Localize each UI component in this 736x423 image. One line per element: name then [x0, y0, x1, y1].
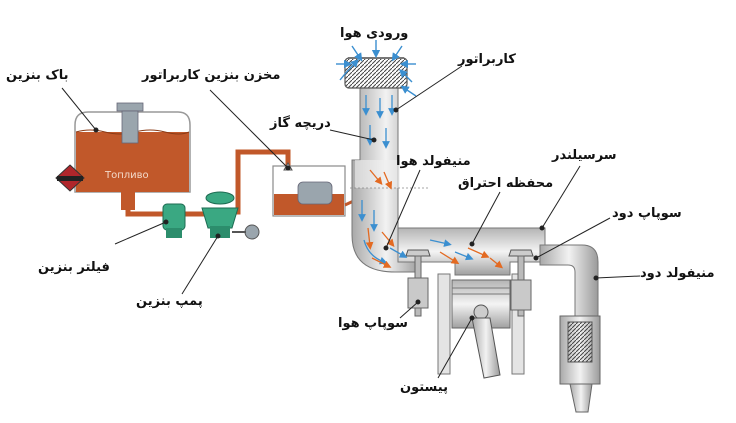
tank-text: Топливо	[104, 170, 149, 181]
carb-reservoir	[272, 161, 361, 217]
label-combustion-chamber: محفظه احتراق	[458, 176, 554, 191]
label-throttle: دریچه گاز	[270, 116, 331, 131]
fuel-tank: Топливо	[74, 102, 191, 210]
fuel-filter	[162, 203, 186, 238]
flow-arrows-blue	[358, 95, 474, 265]
label-carb-reservoir: مخزن بنزین کاربراتور	[142, 68, 281, 83]
label-intake-valve: سوپاپ هوا	[338, 316, 408, 331]
label-exhaust-manifold: منیفولد دود	[640, 266, 715, 281]
label-cylinder-head: سرسیلندر	[552, 148, 617, 163]
label-air-intake: ورودی هوا	[340, 26, 409, 41]
label-piston: پیستون	[400, 380, 448, 395]
label-fuel-pump: پمپ بنزین	[136, 294, 203, 309]
label-carburetor: کاربراتور	[458, 52, 516, 67]
exhaust-valve-part	[508, 249, 534, 317]
label-exhaust-valve: سوپاپ دود	[612, 206, 682, 221]
label-fuel-filter: فیلتر بنزین	[38, 260, 110, 275]
intake-valve	[405, 249, 431, 317]
air-intake-arrows	[336, 40, 417, 97]
label-fuel-tank: باک بنزین	[6, 68, 69, 83]
label-intake-manifold: منیفولد هوا	[396, 154, 471, 169]
muffler	[559, 315, 601, 413]
logo-icon	[55, 164, 85, 192]
piston-body	[451, 279, 511, 379]
air-filter	[344, 57, 408, 89]
fuel-pump	[201, 191, 260, 240]
leader-lines	[61, 65, 641, 379]
flow-arrows-orange	[365, 169, 504, 269]
exhaust-pipe	[539, 244, 599, 319]
